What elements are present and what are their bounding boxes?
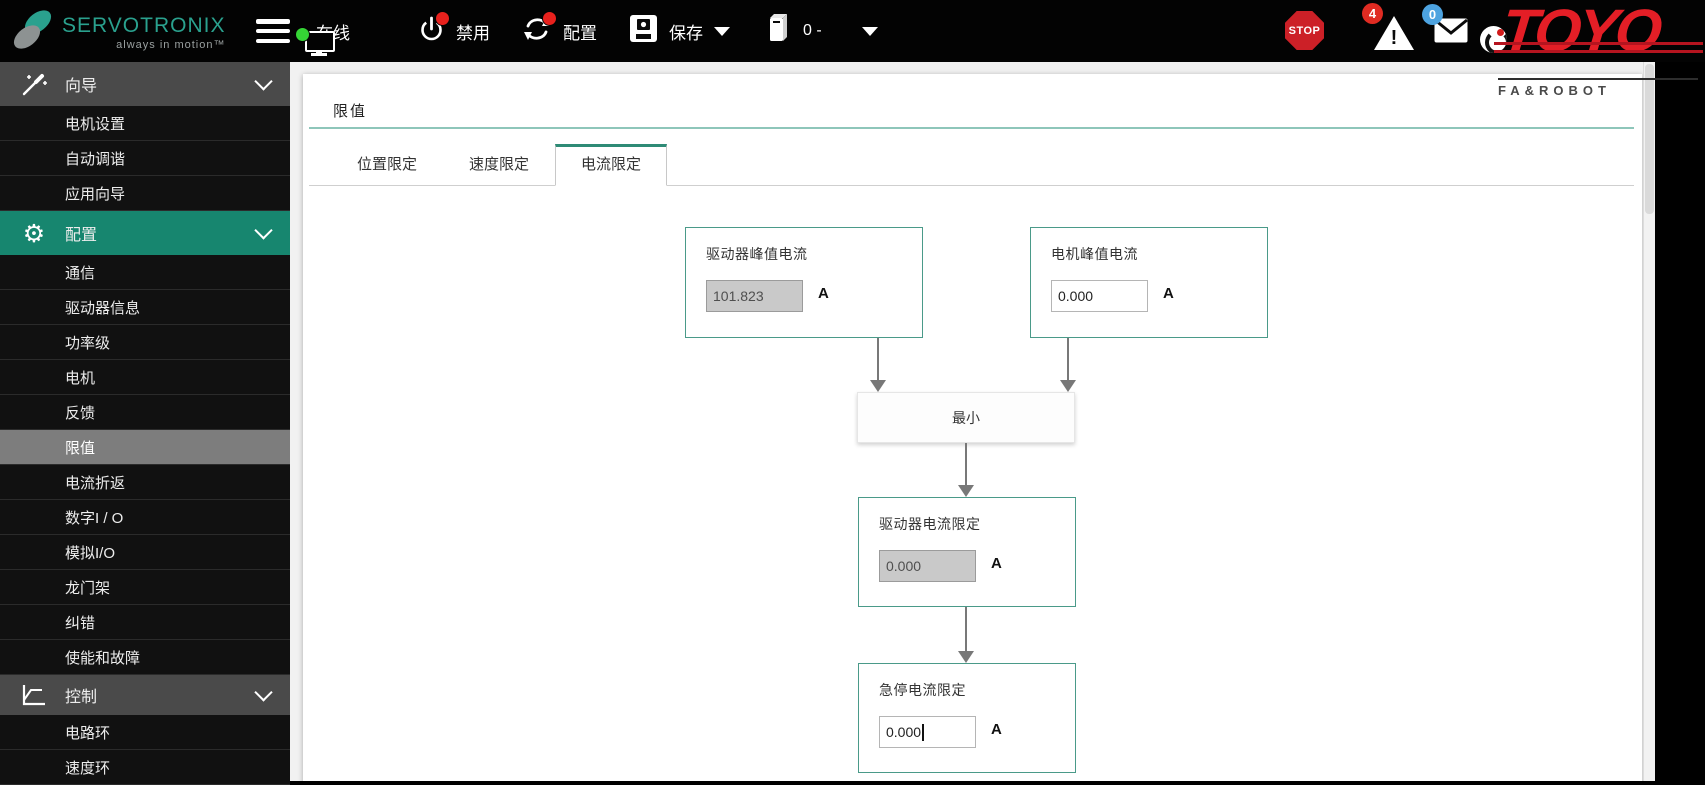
alerts-count-badge: 4: [1362, 3, 1383, 24]
drive-icon: [765, 13, 789, 50]
text-cursor: [922, 723, 924, 741]
sidebar-item-analog-io[interactable]: 模拟I/O: [0, 535, 290, 570]
online-green-dot: [295, 27, 310, 42]
messages-button[interactable]: 0: [1422, 4, 1468, 43]
save-button[interactable]: 保存: [629, 0, 730, 62]
chevron-down-icon: [254, 683, 273, 702]
disable-button[interactable]: 禁用: [418, 0, 490, 62]
drive-peak-current-input: 101.823: [706, 280, 803, 312]
top-bar: SERVOTRONIX always in motion™ 在线 禁用: [0, 0, 1705, 62]
sidebar-item-motor-setup[interactable]: 电机设置: [0, 106, 290, 141]
sidebar-item-error-correction[interactable]: 纠错: [0, 605, 290, 640]
tab-position-limit[interactable]: 位置限定: [356, 156, 417, 173]
sidebar-item-power-stage[interactable]: 功率级: [0, 325, 290, 360]
stop-indicator[interactable]: STOP: [1285, 11, 1324, 50]
brand-name: SERVOTRONIX: [62, 14, 226, 37]
drive-selector[interactable]: 0 -: [765, 0, 878, 62]
unit-label: A: [818, 285, 829, 302]
config-red-dot: [542, 10, 557, 26]
sidebar-section-wizard[interactable]: 向导: [0, 62, 290, 106]
chevron-down-icon: [254, 72, 273, 91]
limits-panel: 限值 位置限定 速度限定 电流限定 驱动器峰值电流 101.823 A 电机峰值…: [303, 74, 1642, 781]
save-label: 保存: [669, 23, 703, 43]
title-underline: [309, 127, 1634, 129]
wand-icon: [20, 70, 48, 98]
disabled-red-dot: [435, 11, 450, 26]
sync-icon: [522, 10, 557, 48]
save-floppy-icon: [629, 14, 658, 48]
scrollbar-thumb[interactable]: [1645, 64, 1654, 214]
sidebar-item-enable-faults[interactable]: 使能和故障: [0, 640, 290, 675]
menu-hamburger-icon[interactable]: [256, 19, 290, 43]
online-status-button[interactable]: 在线: [295, 0, 350, 62]
arrow-motor-peak-to-min: [1060, 338, 1076, 392]
servotronix-logo: SERVOTRONIX always in motion™: [10, 7, 225, 58]
sidebar-item-gantry[interactable]: 龙门架: [0, 570, 290, 605]
brand-tagline: always in motion™: [116, 39, 226, 51]
toyo-logo: TOYO FA&ROBOT: [1480, 0, 1703, 104]
alerts-button[interactable]: 4: [1362, 3, 1414, 50]
drive-current-limit-node: 驱动器电流限定 0.000 A: [858, 497, 1076, 607]
servotronix-swirl-icon: [10, 7, 56, 58]
sidebar-item-autotuning[interactable]: 自动调谐: [0, 141, 290, 176]
estop-current-limit-node: 急停电流限定 0.000 A: [858, 663, 1076, 773]
messages-count-badge: 0: [1422, 4, 1443, 25]
arrow-drive-limit-to-estop: [958, 607, 974, 663]
power-icon: [418, 11, 450, 47]
motor-peak-current-input[interactable]: 0.000: [1051, 280, 1148, 312]
sidebar-item-current-foldback[interactable]: 电流折返: [0, 465, 290, 500]
sidebar-item-app-wizard[interactable]: 应用向导: [0, 176, 290, 211]
mail-icon: [1434, 18, 1468, 47]
sidebar-item-velocity-loop[interactable]: 速度环: [0, 750, 290, 785]
sidebar: 向导 电机设置 自动调谐 应用向导 ⚙ 配置 通信 驱动器信息 功率级 电机 反…: [0, 62, 290, 785]
sidebar-item-feedback[interactable]: 反馈: [0, 395, 290, 430]
sidebar-item-limits[interactable]: 限值: [0, 430, 290, 465]
page-title: 限值: [333, 103, 368, 120]
drive-peak-current-node: 驱动器峰值电流 101.823 A: [685, 227, 923, 338]
drive-caret-icon[interactable]: [861, 26, 878, 36]
save-caret-icon[interactable]: [714, 26, 730, 36]
estop-current-limit-input[interactable]: 0.000: [879, 716, 976, 748]
toyo-name: TOYO: [1498, 0, 1663, 64]
chevron-down-icon: [254, 221, 273, 240]
tab-current-limit[interactable]: 电流限定: [555, 144, 667, 186]
unit-label: A: [991, 555, 1002, 572]
arrow-drive-peak-to-min: [870, 338, 886, 392]
main-content: 限值 位置限定 速度限定 电流限定 驱动器峰值电流 101.823 A 电机峰值…: [290, 62, 1655, 781]
minimum-node: 最小: [857, 392, 1075, 443]
gear-icon: ⚙: [22, 218, 46, 248]
arrow-min-to-drive-limit: [958, 443, 974, 497]
unit-label: A: [991, 721, 1002, 738]
drive-value: 0 -: [803, 22, 822, 39]
toyo-subtitle: FA&ROBOT: [1498, 78, 1698, 98]
sidebar-item-drive-info[interactable]: 驱动器信息: [0, 290, 290, 325]
disable-label: 禁用: [456, 23, 490, 43]
vertical-scrollbar[interactable]: [1643, 62, 1655, 781]
config-button[interactable]: 配置: [522, 0, 597, 62]
sidebar-section-control[interactable]: 控制: [0, 675, 290, 715]
motor-peak-current-node: 电机峰值电流 0.000 A: [1030, 227, 1268, 338]
sidebar-item-digital-io[interactable]: 数字I / O: [0, 500, 290, 535]
sidebar-item-communication[interactable]: 通信: [0, 255, 290, 290]
limits-tabstrip: 位置限定 速度限定 电流限定: [309, 144, 1634, 186]
unit-label: A: [1163, 285, 1174, 302]
sidebar-item-motor[interactable]: 电机: [0, 360, 290, 395]
control-loop-icon: [20, 681, 48, 709]
warning-triangle-icon: [1374, 16, 1414, 50]
config-label: 配置: [563, 23, 597, 43]
sidebar-section-configuration[interactable]: ⚙ 配置: [0, 211, 290, 255]
tab-velocity-limit[interactable]: 速度限定: [468, 156, 529, 173]
drive-current-limit-input: 0.000: [879, 550, 976, 582]
sidebar-item-current-loop[interactable]: 电路环: [0, 715, 290, 750]
